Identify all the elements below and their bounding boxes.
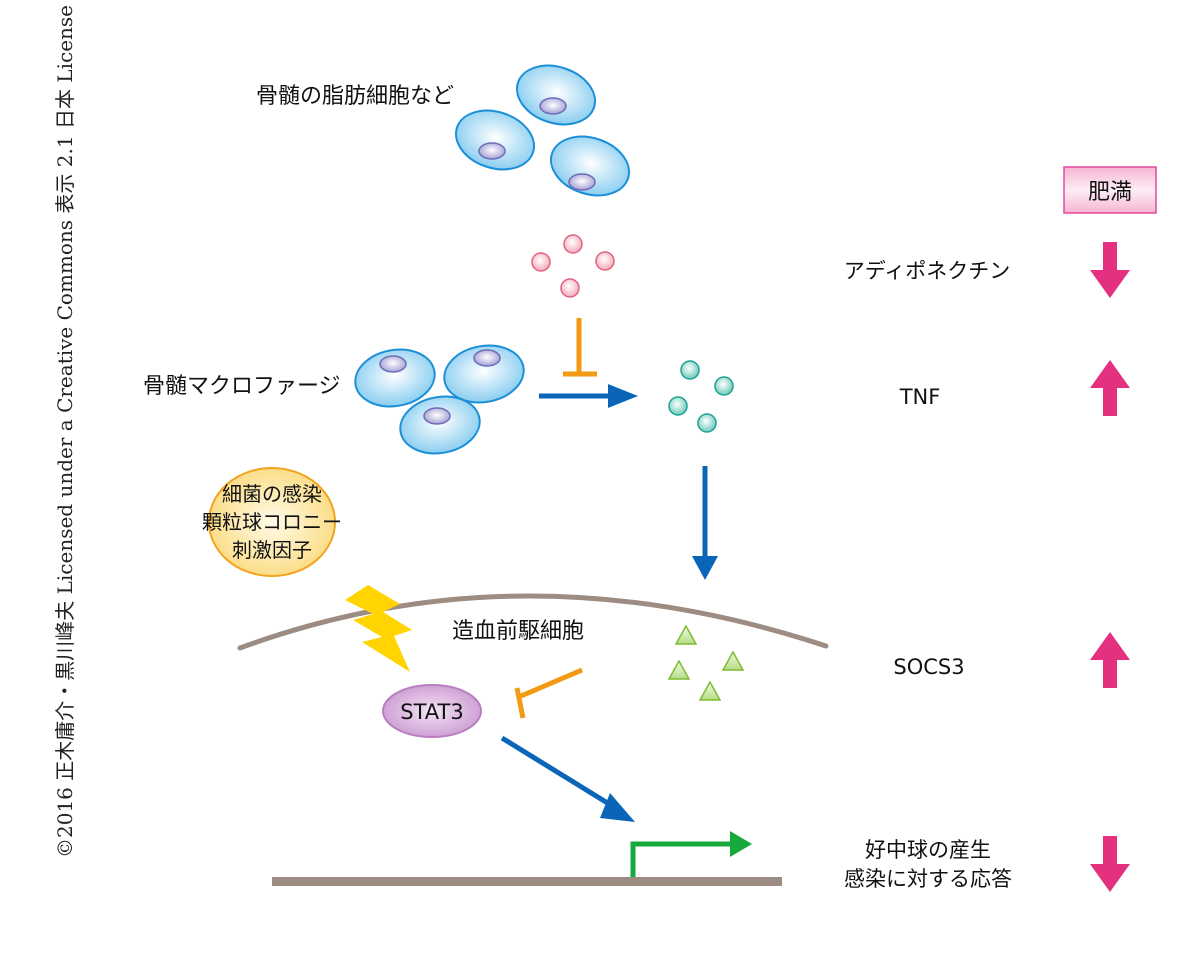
socs3-up-arrow-icon xyxy=(1090,632,1130,688)
adipocyte-cells xyxy=(454,64,631,197)
adiponectin-inhibition xyxy=(563,318,597,377)
stat3-label: STAT3 xyxy=(400,700,463,724)
adipocytes-label: 骨髄の脂肪細胞など xyxy=(256,84,454,109)
stat3-to-gene-arrow xyxy=(500,735,635,822)
obesity-header-box xyxy=(1063,166,1157,214)
down-arrow-shape xyxy=(1090,836,1130,892)
macrophage-to-tnf-arrow xyxy=(539,384,638,408)
socs3-molecule xyxy=(721,650,745,671)
dna-strand xyxy=(272,877,782,886)
row-label-socs3: SOCS3 xyxy=(893,655,964,679)
socs3-inhibition xyxy=(514,667,583,719)
tnf-to-progenitor-arrow xyxy=(692,466,718,580)
tnf-molecule xyxy=(697,413,717,433)
stimulus-line-3: 刺激因子 xyxy=(232,538,312,562)
adipocyte-cell xyxy=(515,64,597,126)
tnf-molecule xyxy=(680,360,700,380)
neutrophil-down-arrow-icon xyxy=(1090,836,1130,892)
socs3-molecules xyxy=(667,624,745,701)
socs3-molecule xyxy=(667,659,691,680)
macrophages-label: 骨髄マクロファージ xyxy=(143,374,341,399)
row-label-tnf: TNF xyxy=(899,385,941,409)
progenitor-label: 造血前駆細胞 xyxy=(452,619,584,644)
lightning-bolt-icon xyxy=(345,585,412,672)
stimulus-line-1: 細菌の感染 xyxy=(222,482,322,506)
transcription-start-arrow xyxy=(630,831,752,877)
socs3-molecule xyxy=(698,680,722,701)
stimulus-line-2: 顆粒球コロニー xyxy=(202,510,342,534)
tnf-molecules xyxy=(668,360,734,433)
obesity-header: 肥満 xyxy=(1088,180,1132,205)
socs3-molecule xyxy=(674,624,698,645)
macrophage-cell xyxy=(443,344,525,404)
adiponectin-down-arrow-icon xyxy=(1090,242,1130,298)
stat3-node: STAT3 xyxy=(382,684,482,738)
macrophage-cell xyxy=(354,348,436,408)
row-label-neutrophil-production: 好中球の産生 xyxy=(865,838,991,862)
adiponectin-molecule xyxy=(563,234,583,254)
row-label-adiponectin: アディポネクチン xyxy=(844,259,1011,283)
tnf-molecule xyxy=(668,396,688,416)
row-label-infection-response: 感染に対する応答 xyxy=(844,867,1012,891)
adiponectin-molecule xyxy=(560,278,580,298)
adipocyte-cell xyxy=(454,109,536,171)
adipocyte-cell xyxy=(549,135,631,197)
adiponectin-molecule xyxy=(595,251,615,271)
progenitor-cell-membrane xyxy=(237,593,829,651)
up-arrow-shape xyxy=(1090,632,1130,688)
copyright-notice: ©2016 正木庸介・黒川峰夫 Licensed under a Creativ… xyxy=(53,5,77,858)
adiponectin-molecule xyxy=(531,252,551,272)
up-arrow-shape xyxy=(1090,360,1130,416)
tnf-up-arrow-icon xyxy=(1090,360,1130,416)
macrophage-cells xyxy=(354,344,525,455)
adiponectin-molecules xyxy=(531,234,615,298)
stimulus-bubble: 細菌の感染 顆粒球コロニー 刺激因子 xyxy=(202,467,342,577)
macrophage-cell xyxy=(399,395,481,455)
obesity-panel: 肥満 アディポネクチン TNF SOCS3 好中球の産生 感染に対する応答 xyxy=(844,166,1157,892)
tnf-molecule xyxy=(714,376,734,396)
down-arrow-shape xyxy=(1090,242,1130,298)
